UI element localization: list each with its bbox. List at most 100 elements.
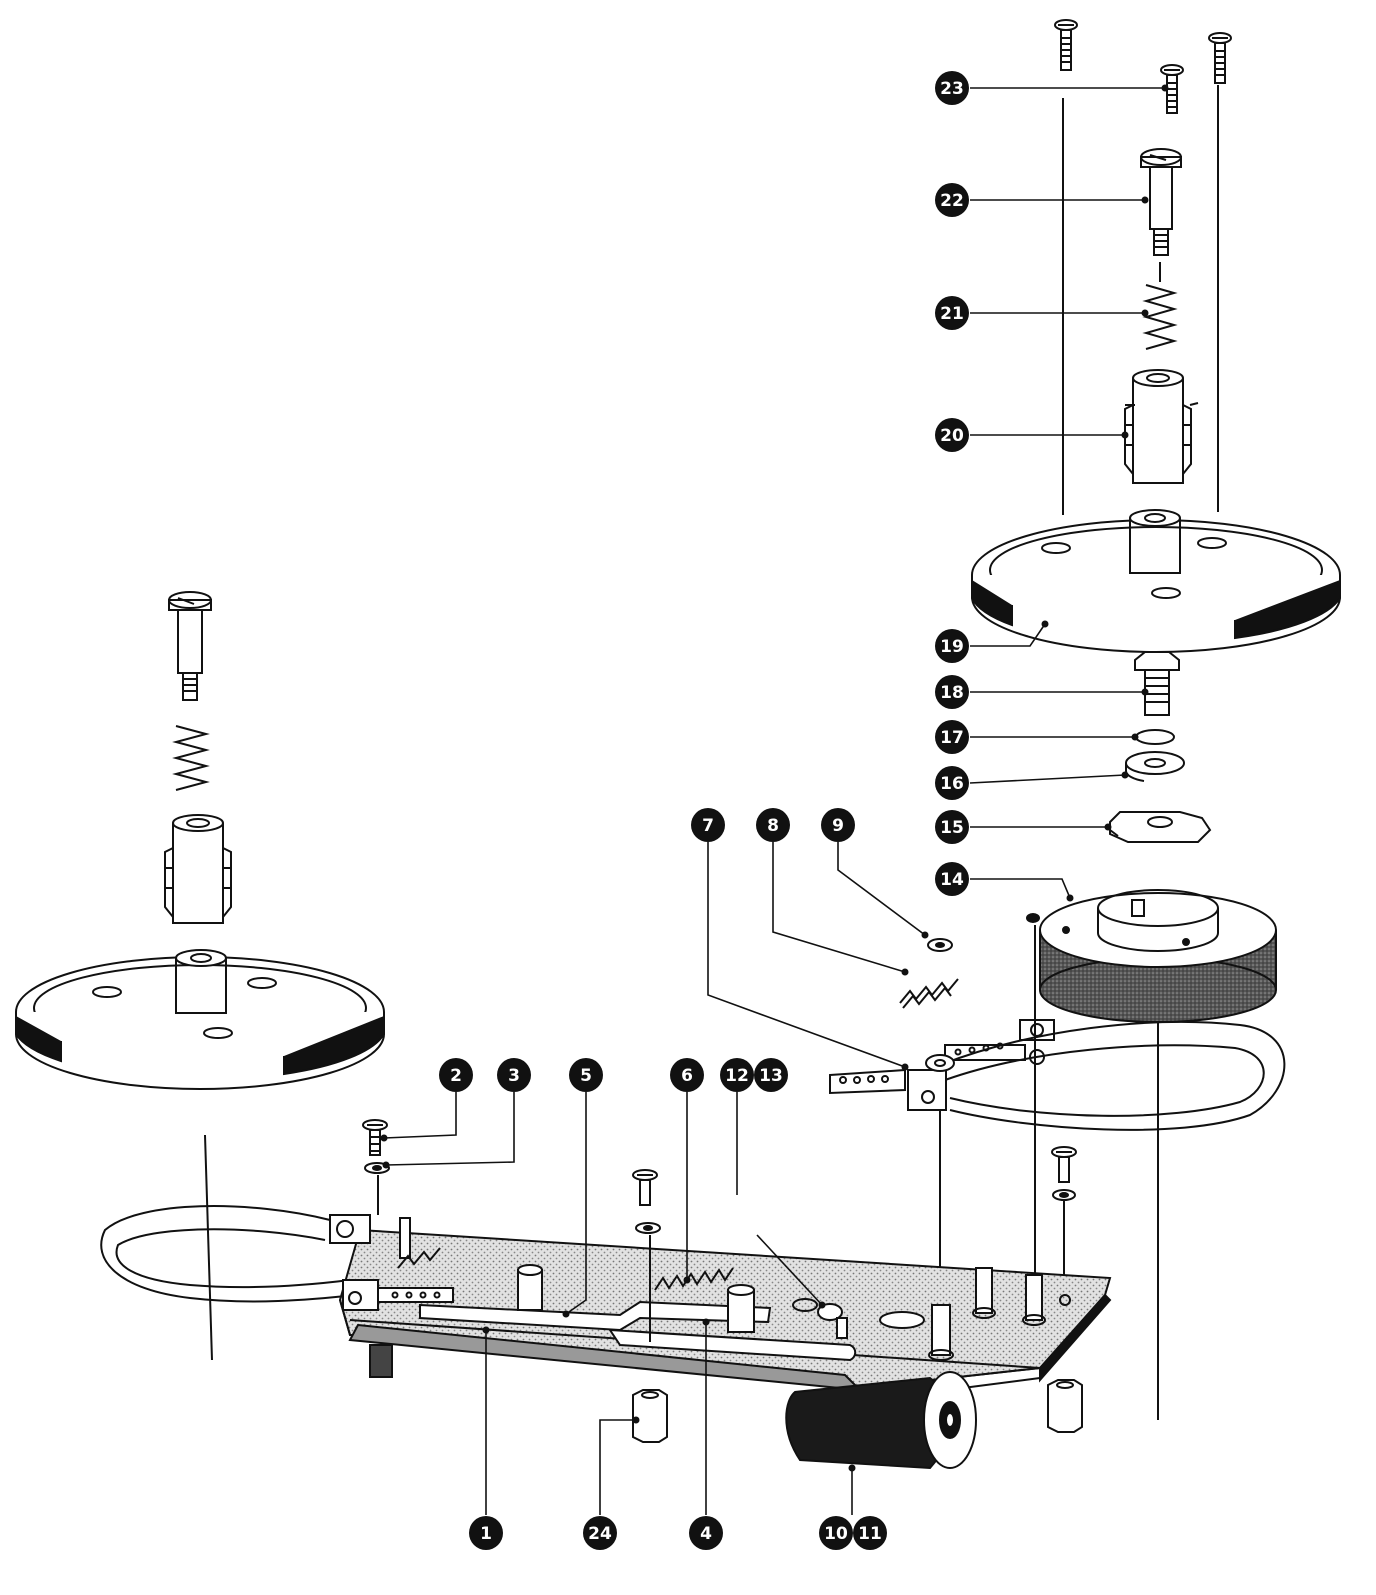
callout-label: 17 [940, 728, 964, 748]
reel-plate-left [15, 949, 385, 1090]
callout-label: 8 [767, 816, 779, 836]
callout-circle [821, 808, 855, 842]
callout-7: 7 [691, 808, 725, 842]
callout-10: 10 [819, 1516, 853, 1550]
spring-8 [899, 978, 959, 1009]
post [727, 1284, 755, 1333]
callout-5: 5 [569, 1058, 603, 1092]
callout-label: 21 [940, 304, 964, 324]
reel-plate-19 [971, 509, 1341, 653]
callout-circle [756, 808, 790, 842]
callout-21: 21 [935, 296, 969, 330]
callout-label: 5 [580, 1066, 592, 1086]
clutch-drum-14 [1039, 889, 1277, 1023]
slider-4 [608, 1328, 857, 1362]
callout-2: 2 [439, 1058, 473, 1092]
callout-20: 20 [935, 418, 969, 452]
callout-circle [670, 1058, 704, 1092]
callout-label: 22 [940, 191, 964, 211]
callout-4: 4 [689, 1516, 723, 1550]
callout-circle [935, 766, 969, 800]
callout-label: 2 [450, 1066, 462, 1086]
callout-circle [935, 629, 969, 663]
washer-3 [364, 1162, 390, 1215]
screw [632, 1169, 661, 1342]
callout-12: 12 [720, 1058, 754, 1092]
shoulder-screw-22 [1140, 148, 1182, 256]
screw-23 [1160, 64, 1184, 114]
callout-circle [935, 675, 969, 709]
callout-19: 19 [935, 629, 969, 663]
callout-24: 24 [583, 1516, 617, 1550]
callout-circle [720, 1058, 754, 1092]
callout-label: 10 [824, 1524, 848, 1544]
nut-24 [632, 1389, 668, 1443]
screw-23 [1054, 19, 1078, 71]
callout-8: 8 [756, 808, 790, 842]
cam-15 [1109, 811, 1212, 843]
callout-label: 15 [940, 818, 964, 838]
callout-label: 3 [508, 1066, 520, 1086]
washer-16 [1125, 751, 1185, 782]
callout-label: 18 [940, 683, 964, 703]
spring-left [172, 725, 210, 791]
washer-17 [1135, 729, 1175, 745]
callout-label: 12 [725, 1066, 749, 1086]
clip-9 [927, 938, 953, 952]
callout-9: 9 [821, 808, 855, 842]
callout-11: 11 [853, 1516, 887, 1550]
callout-circle [935, 720, 969, 754]
pressure-roller-10-11 [785, 1371, 977, 1470]
callout-label: 1 [480, 1524, 492, 1544]
spring-21 [1142, 262, 1178, 350]
post [928, 1304, 954, 1361]
callout-17: 17 [935, 720, 969, 754]
callout-circle [569, 1058, 603, 1092]
callout-circle [935, 296, 969, 330]
callout-circle [935, 862, 969, 896]
callout-label: 24 [588, 1524, 612, 1544]
brake-band-left [100, 1205, 454, 1311]
spring-6 [654, 1267, 734, 1291]
hub-20 [1124, 369, 1199, 484]
callout-label: 4 [700, 1524, 712, 1544]
post [972, 1267, 996, 1319]
shoulder-screw-left [168, 591, 212, 701]
callout-label: 9 [832, 816, 844, 836]
callout-18: 18 [935, 675, 969, 709]
callout-22: 22 [935, 183, 969, 217]
callout-label: 13 [759, 1066, 783, 1086]
callout-label: 6 [681, 1066, 693, 1086]
bolt-18 [1134, 651, 1180, 716]
base-plate-1 [338, 1217, 1112, 1402]
callout-13: 13 [754, 1058, 788, 1092]
callout-label: 23 [940, 79, 964, 99]
callout-label: 11 [858, 1524, 882, 1544]
leader-lines [383, 87, 1165, 1515]
callout-14: 14 [935, 862, 969, 896]
callout-circle [935, 810, 969, 844]
callout-circle [469, 1516, 503, 1550]
callout-circle [935, 71, 969, 105]
nut [1047, 1379, 1083, 1433]
callout-label: 16 [940, 774, 964, 794]
screw-23 [1208, 32, 1232, 84]
callout-circle [689, 1516, 723, 1550]
callout-15: 15 [935, 810, 969, 844]
callout-16: 16 [935, 766, 969, 800]
callout-circle [583, 1516, 617, 1550]
callout-6: 6 [670, 1058, 704, 1092]
callout-circle [691, 808, 725, 842]
post [1022, 1274, 1046, 1326]
callout-1: 1 [469, 1516, 503, 1550]
callout-label: 7 [702, 816, 714, 836]
axis-line [204, 1134, 213, 1361]
callout-3: 3 [497, 1058, 531, 1092]
callout-23: 23 [935, 71, 969, 105]
callout-label: 19 [940, 637, 964, 657]
callout-circle [497, 1058, 531, 1092]
post [517, 1264, 543, 1311]
pivot-12-13 [817, 1303, 848, 1339]
